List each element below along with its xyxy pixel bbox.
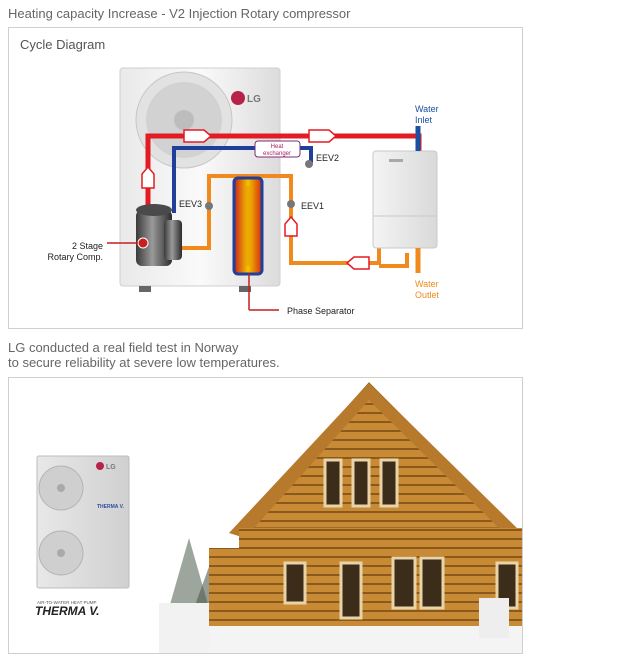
caption-line-1: LG conducted a real field test in Norway: [8, 340, 239, 355]
water-inlet-label-1: Water: [415, 104, 439, 114]
heat-exchanger-label-1: Heat: [271, 144, 284, 150]
caption-line-2: to secure reliability at severe low temp…: [8, 355, 280, 370]
water-outlet-label-2: Outlet: [415, 290, 440, 300]
unit-lg-logo-icon: [96, 462, 104, 470]
page-heading: Heating capacity Increase - V2 Injection…: [8, 6, 351, 21]
unit-photo-logo: LG: [106, 464, 116, 471]
cycle-diagram-title: Cycle Diagram: [20, 37, 106, 52]
eev1-label: EEV1: [301, 201, 324, 211]
field-test-caption: LG conducted a real field test in Norway…: [8, 340, 280, 370]
phase-separator-label: Phase Separator: [287, 306, 355, 316]
lg-logo-icon: [231, 91, 245, 105]
unit-badge: THERMA V.: [97, 504, 124, 510]
eev2-valve-icon: [305, 160, 313, 168]
eev1-valve-icon: [287, 200, 295, 208]
mid-refrigerant-line: [181, 174, 409, 270]
eev3-label: EEV3: [179, 199, 202, 209]
log-cabin: [209, 382, 522, 653]
unit-logo-text: LG: [247, 94, 261, 105]
rotary-compressor: [107, 204, 182, 266]
phase-separator: [232, 176, 279, 311]
therma-v-brand-logo: AIR-TO-WATER HEAT PUMP THERMA V.: [35, 600, 99, 618]
compressor-label-2: Rotary Comp.: [47, 252, 103, 262]
water-outlet-label-1: Water: [415, 279, 439, 289]
cycle-diagram: LG Heat exchanger: [47, 67, 440, 316]
compressor-label-1: 2 Stage: [72, 241, 103, 251]
brand-name: THERMA V.: [35, 604, 99, 618]
water-inlet-label-2: Inlet: [415, 115, 433, 125]
field-test-photo-panel: LG THERMA V. AIR-TO-WATER HEAT PUMP THER…: [8, 377, 523, 654]
therma-v-unit: LG THERMA V.: [36, 455, 130, 589]
cycle-diagram-panel: Cycle Diagram LG: [8, 27, 523, 329]
indoor-unit: [372, 126, 438, 273]
field-test-photo: LG THERMA V. AIR-TO-WATER HEAT PUMP THER…: [35, 382, 522, 653]
brand-subtitle: AIR-TO-WATER HEAT PUMP: [37, 600, 97, 605]
eev2-label: EEV2: [316, 153, 339, 163]
eev3-valve-icon: [205, 202, 213, 210]
heat-exchanger-label-2: exchanger: [263, 151, 291, 157]
heat-exchanger: Heat exchanger: [254, 140, 301, 158]
